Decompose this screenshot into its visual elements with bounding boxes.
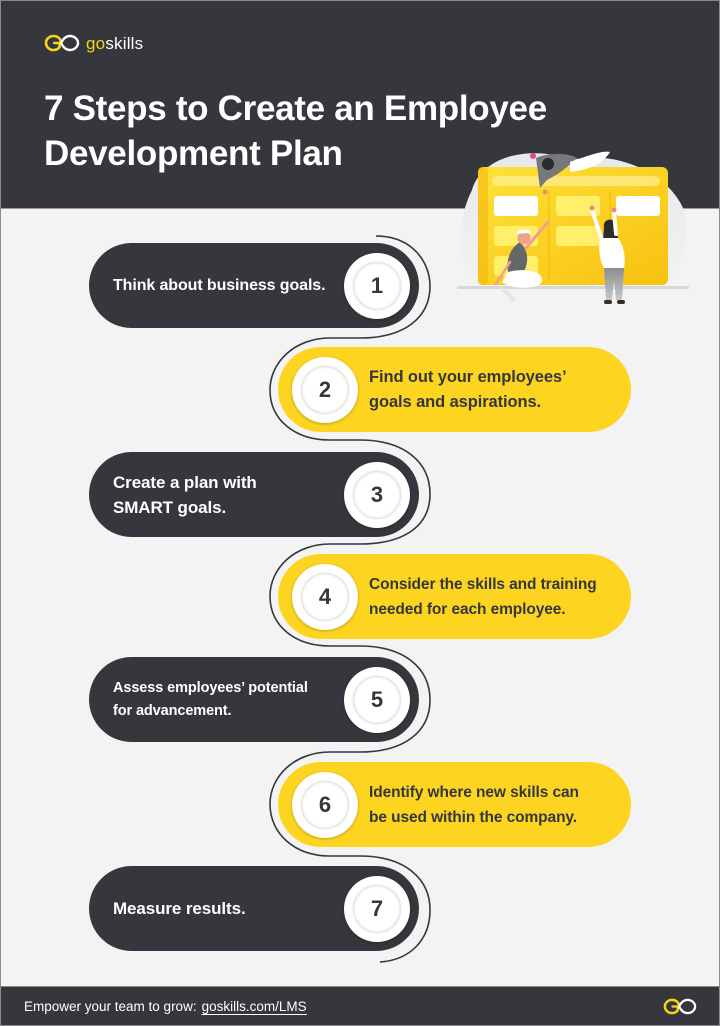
step-3-text-line-2: SMART goals. — [113, 497, 227, 517]
step-7-number: 7 — [370, 896, 384, 921]
step-1-number: 1 — [370, 273, 384, 298]
step-2-number-badge: 2 — [292, 357, 358, 423]
step-2-text: Find out your employees’ goals and aspir… — [369, 365, 567, 415]
step-1-text-line-1: Think about business goals. — [113, 277, 326, 294]
step-4-number-badge: 4 — [292, 564, 358, 630]
step-7-number-badge: 7 — [344, 876, 410, 942]
logo-go-text: go — [86, 33, 106, 53]
step-6-text-line-2: be used within the company. — [369, 808, 578, 826]
step-3-number: 3 — [370, 482, 384, 507]
step-1-text: Think about business goals. — [113, 273, 326, 298]
team-planning-board-illustration — [457, 151, 689, 304]
step-6: 6 Identify where new skills can be used … — [278, 762, 631, 847]
step-5-number-badge: 5 — [344, 667, 410, 733]
step-7-text: Measure results. — [113, 896, 246, 921]
step-5-text: Assess employees’ potential for advancem… — [113, 677, 308, 723]
step-6-text: Identify where new skills can be used wi… — [369, 780, 579, 830]
step-3-number-badge: 3 — [344, 462, 410, 528]
footer-bar: Empower your team to grow: goskills.com/… — [0, 986, 720, 1026]
step-5: Assess employees’ potential for advancem… — [89, 657, 419, 742]
step-4-text-line-1: Consider the skills and training — [369, 575, 597, 593]
step-2: 2 Find out your employees’ goals and asp… — [278, 347, 631, 432]
step-7: Measure results. 7 — [89, 866, 419, 951]
step-2-text-line-2: goals and aspirations. — [369, 392, 542, 411]
step-6-text-line-1: Identify where new skills can — [369, 783, 579, 801]
step-1-number-badge: 1 — [344, 253, 410, 319]
step-4-number: 4 — [318, 584, 332, 609]
step-4-text-line-2: needed for each employee. — [369, 600, 566, 618]
title-line-1: 7 Steps to Create an Employee — [44, 89, 547, 128]
goskills-infinity-icon — [44, 34, 80, 52]
step-1: Think about business goals. 1 — [89, 243, 419, 328]
step-4: 4 Consider the skills and training neede… — [278, 554, 631, 639]
goskills-infinity-icon[interactable] — [663, 998, 697, 1015]
title-line-2: Development Plan — [44, 134, 343, 173]
step-5-number: 5 — [370, 687, 384, 712]
footer-lms-link[interactable]: goskills.com/LMS — [201, 999, 307, 1014]
logo-wordmark: goskills — [86, 35, 143, 52]
step-6-number-badge: 6 — [292, 772, 358, 838]
step-5-text-line-1: Assess employees’ potential — [113, 679, 308, 696]
footer-tagline: Empower your team to grow: — [24, 999, 197, 1014]
step-6-number: 6 — [318, 792, 332, 817]
step-2-text-line-1: Find out your employees’ — [369, 367, 567, 386]
step-3-text: Create a plan with SMART goals. — [113, 470, 257, 520]
step-3: Create a plan with SMART goals. 3 — [89, 452, 419, 537]
step-3-text-line-1: Create a plan with — [113, 472, 257, 492]
step-5-text-line-2: for advancement. — [113, 702, 232, 719]
step-7-text-line-1: Measure results. — [113, 899, 246, 918]
step-4-text: Consider the skills and training needed … — [369, 572, 597, 622]
page-title: 7 Steps to Create an Employee Developmen… — [44, 86, 604, 176]
step-2-number: 2 — [318, 377, 332, 402]
goskills-logo[interactable]: goskills — [44, 34, 143, 52]
logo-skills-text: skills — [105, 33, 144, 53]
